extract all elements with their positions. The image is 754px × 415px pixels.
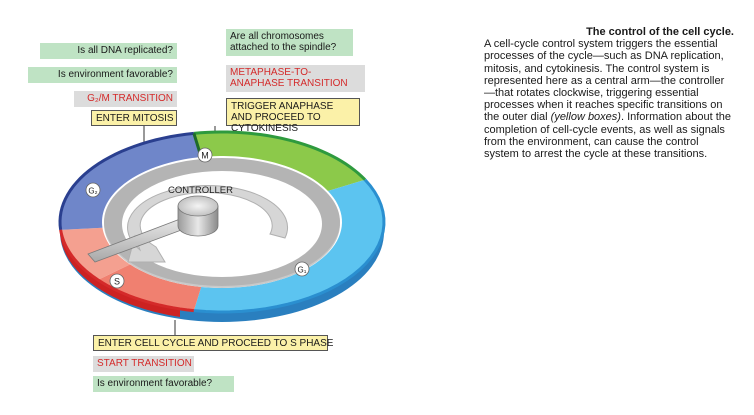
action-enter-cell-cycle: ENTER CELL CYCLE AND PROCEED TO S PHASE [93, 335, 333, 351]
inner-track [104, 158, 340, 288]
transition-start: START TRANSITION [93, 356, 194, 372]
phase-g2-marker [85, 182, 101, 198]
phase-markers: M G₂ G₁ S [85, 147, 310, 289]
transition-metaphase-anaphase: METAPHASE-TO-ANAPHASE TRANSITION [226, 65, 365, 92]
caption-body-1: A cell-cycle control system triggers the… [484, 38, 725, 124]
phase-s-marker [109, 273, 125, 289]
figure-caption: The control of the cell cycle. A cell-cy… [484, 26, 734, 160]
phase-g1-label: G₁ [298, 266, 307, 275]
question-dna-replicated: Is all DNA replicated? [40, 43, 177, 59]
rim-g1-phase [193, 178, 386, 314]
phase-m-label: M [201, 151, 209, 161]
phase-g1-marker [294, 261, 310, 277]
caption-body-italic: (yellow boxes) [550, 111, 621, 124]
action-enter-mitosis: ENTER MITOSIS [91, 110, 177, 126]
sector-m-phase [193, 132, 366, 192]
question-environment-top: Is environment favorable? [28, 67, 177, 83]
sector-g2-phase [60, 133, 202, 230]
action-trigger-anaphase: TRIGGER ANAPHASE AND PROCEED TO CYTOKINE… [226, 98, 360, 134]
caption-title: The control of the cell cycle. [586, 26, 734, 38]
rim-m-phase [193, 130, 367, 181]
rim-s-phase [59, 229, 195, 313]
sector-g1-phase [193, 179, 384, 312]
phase-s-label: S [114, 277, 120, 287]
controller-hub [177, 195, 219, 237]
caption-body-2: . Information about the completion of ce… [484, 111, 732, 161]
dial-ring-sectors [58, 130, 386, 314]
controller-label: CONTROLLER [168, 185, 233, 196]
sector-s-phase [97, 264, 202, 311]
rim-g2-phase [58, 131, 195, 231]
clockwise-arrow [127, 185, 289, 263]
question-chromosomes-attached: Are all chromosomes attached to the spin… [226, 29, 353, 56]
transition-g2m: G₂/M TRANSITION [74, 91, 177, 107]
phase-m-marker [197, 147, 213, 163]
phase-g2-label: G₂ [88, 187, 97, 196]
question-environment-bottom: Is environment favorable? [93, 376, 234, 392]
